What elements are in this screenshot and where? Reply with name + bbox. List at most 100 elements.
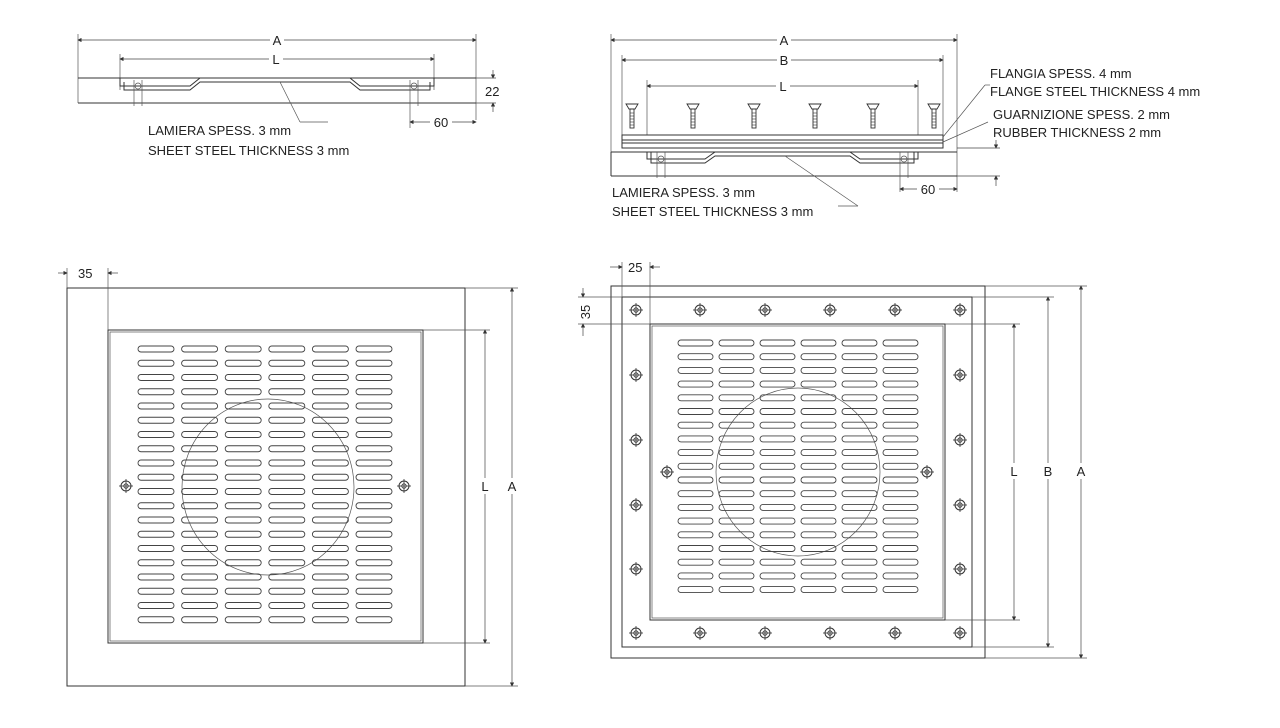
grille-slot xyxy=(800,449,837,457)
grille-slot xyxy=(841,503,878,511)
grille-slot xyxy=(800,366,837,374)
grille-slot xyxy=(181,402,219,410)
bolt-icon xyxy=(628,625,644,641)
grille-slot xyxy=(759,476,796,484)
grille-slot xyxy=(224,416,262,424)
grille-slot xyxy=(718,558,755,566)
dim-l-label: L xyxy=(1010,464,1017,479)
grille-slot xyxy=(181,473,219,481)
grille-slot xyxy=(355,459,393,467)
grille-slot xyxy=(181,388,219,396)
bolt-icon xyxy=(628,432,644,448)
grille-slot xyxy=(718,490,755,498)
rubber-note-en: RUBBER THICKNESS 2 mm xyxy=(993,125,1161,140)
grille-slot xyxy=(137,573,175,581)
bolt-icon xyxy=(887,302,903,318)
grille-slot xyxy=(800,380,837,388)
grille-slot xyxy=(224,402,262,410)
grille-slot xyxy=(677,503,714,511)
grille-slot xyxy=(311,559,349,567)
plan-view-single: 35 L A xyxy=(58,266,520,687)
grille-slot xyxy=(181,345,219,353)
dim-edge-label: 60 xyxy=(921,182,935,197)
grille-slot xyxy=(800,558,837,566)
grille-slot xyxy=(759,408,796,415)
grille-slot xyxy=(718,503,755,511)
grille-slot xyxy=(181,374,219,381)
grille-slot xyxy=(268,359,306,367)
grille-slot xyxy=(268,473,306,481)
grille-slot xyxy=(181,530,219,538)
dim-a-label: A xyxy=(1077,464,1086,479)
grille-slot xyxy=(311,530,349,538)
grille-slot xyxy=(311,345,349,353)
grille-slot xyxy=(841,490,878,498)
grille-slot xyxy=(841,366,878,374)
grille-slot xyxy=(800,462,837,470)
sheet-note-en: SHEET STEEL THICKNESS 3 mm xyxy=(148,143,349,158)
grille-slot xyxy=(224,445,262,453)
grille-slot xyxy=(137,388,175,396)
grille-slot xyxy=(882,339,919,347)
grille-slot xyxy=(355,530,393,538)
grille-slot xyxy=(224,602,262,609)
grille-slot xyxy=(677,339,714,347)
dim-a-label: A xyxy=(780,33,789,48)
grille-slot xyxy=(268,516,306,524)
grille-slot xyxy=(677,380,714,388)
grille-slot xyxy=(677,449,714,457)
grille-slot xyxy=(718,435,755,443)
grille-slot xyxy=(137,530,175,538)
grille-slot xyxy=(355,345,393,353)
grille-slot xyxy=(311,359,349,367)
grille-slot xyxy=(181,431,219,438)
grille-slot xyxy=(181,516,219,524)
grille-slot xyxy=(268,545,306,552)
dim-a-label: A xyxy=(508,479,517,494)
grille-slot xyxy=(181,502,219,510)
grille-slot xyxy=(224,516,262,524)
grille-slot xyxy=(759,586,796,594)
grille-slot xyxy=(841,586,878,594)
bolt-icon xyxy=(692,302,708,318)
grille-slot xyxy=(181,416,219,424)
grille-slot xyxy=(137,545,175,552)
grille-slot xyxy=(759,572,796,580)
grille-slot xyxy=(800,586,837,594)
bolt-icon xyxy=(628,561,644,577)
bolt-icon xyxy=(628,302,644,318)
grille-slot xyxy=(224,488,262,495)
dim-l-label: L xyxy=(779,79,786,94)
grille-slot xyxy=(677,366,714,374)
grille-slot xyxy=(268,445,306,453)
dim-margin-h-label: 25 xyxy=(628,260,642,275)
grille-slot xyxy=(882,366,919,374)
dim-edge-label: 60 xyxy=(434,115,448,130)
grille-slot xyxy=(800,490,837,498)
grille-slot xyxy=(355,402,393,410)
grille-slot xyxy=(759,545,796,552)
bolt-icon xyxy=(396,478,412,494)
grille-slot xyxy=(882,503,919,511)
grille-slot xyxy=(355,416,393,424)
grille-slot xyxy=(355,502,393,510)
grille-slot xyxy=(137,431,175,438)
grille-slot xyxy=(137,445,175,453)
grille-slot xyxy=(759,517,796,525)
grille-slot xyxy=(718,339,755,347)
grille-slot xyxy=(311,473,349,481)
grille-slot xyxy=(224,459,262,467)
rubber-note-it: GUARNIZIONE SPESS. 2 mm xyxy=(993,107,1170,122)
grille-slot xyxy=(718,476,755,484)
grille-slot xyxy=(677,572,714,580)
grille-slot xyxy=(718,421,755,429)
grille-slot xyxy=(677,408,714,415)
grille-slot xyxy=(268,530,306,538)
grille-slot xyxy=(224,587,262,595)
grille-slot xyxy=(268,616,306,624)
grille-slot xyxy=(181,445,219,453)
grille-slot xyxy=(268,573,306,581)
grille-slot xyxy=(759,394,796,402)
dim-b-label: B xyxy=(780,53,789,68)
grille-slot xyxy=(759,366,796,374)
